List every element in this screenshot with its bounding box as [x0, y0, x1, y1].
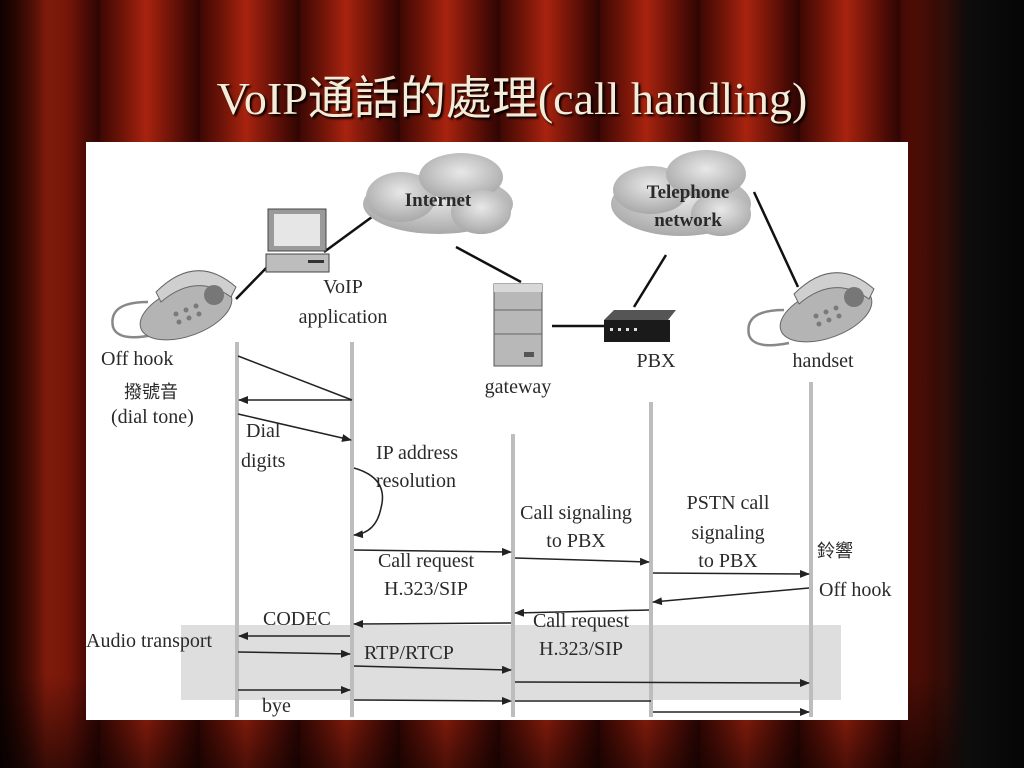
codec-label: CODEC [263, 608, 331, 630]
callee-phone-icon [747, 272, 875, 347]
call-request-label-line2: H.323/SIP [384, 578, 468, 600]
pbx-icon [604, 310, 676, 342]
telephone-network-cloud-icon [611, 150, 751, 236]
diagram-canvas [111, 150, 875, 717]
internet-label: Internet [404, 190, 472, 211]
internet-cloud-icon [363, 153, 513, 234]
voip-application-label-line2: application [298, 306, 388, 328]
pstn-signaling-label-line1: PSTN call [686, 492, 770, 514]
pstn-signaling-label-line3: to PBX [698, 550, 758, 572]
caller-phone-icon [111, 270, 237, 341]
audio-transport-label: Audio transport [86, 630, 213, 652]
voip-application-label-line1: VoIP [323, 276, 363, 298]
message-arrows [237, 355, 810, 716]
callee-off-hook-label: Off hook [819, 579, 892, 601]
slide-title: VoIP通話的處理(call handling) [216, 73, 808, 124]
call-request-back-label-line1: Call request [532, 610, 630, 632]
pbx-label: PBX [636, 350, 676, 372]
call-signaling-label-line2: to PBX [546, 530, 606, 552]
ip-resolution-label-line2: resolution [376, 470, 456, 492]
dial-tone-label: (dial tone) [111, 406, 194, 428]
curtain-shadow-left [0, 0, 70, 768]
call-request-back-label-line2: H.323/SIP [539, 638, 623, 660]
caller-off-hook-label: Off hook [101, 348, 174, 370]
computer-icon [265, 208, 330, 273]
telephone-network-label-line2: network [654, 210, 722, 231]
dial-digits-label-line1: Dial [246, 420, 281, 442]
call-request-label-line1: Call request [377, 550, 475, 572]
gateway-server-icon [493, 283, 543, 367]
rtp-rtcp-label: RTP/RTCP [364, 642, 454, 664]
ip-resolution-label-line1: IP address [376, 442, 459, 464]
telephone-network-label-line1: Telephone [646, 182, 730, 203]
handset-label: handset [792, 350, 854, 372]
dial-tone-cjk-label: 撥號音 [124, 382, 178, 403]
curtain-shadow-right [904, 0, 1024, 768]
dial-digits-label-line2: digits [241, 450, 286, 472]
lifelines [235, 342, 813, 717]
call-signaling-label-line1: Call signaling [520, 502, 632, 524]
gateway-label: gateway [484, 376, 552, 398]
bye-label: bye [262, 695, 291, 717]
pstn-signaling-label-line2: signaling [691, 522, 765, 544]
call-flow-diagram: Internet Telephone network VoIP applicat… [86, 142, 908, 720]
ring-cjk-label: 鈴響 [817, 541, 853, 562]
